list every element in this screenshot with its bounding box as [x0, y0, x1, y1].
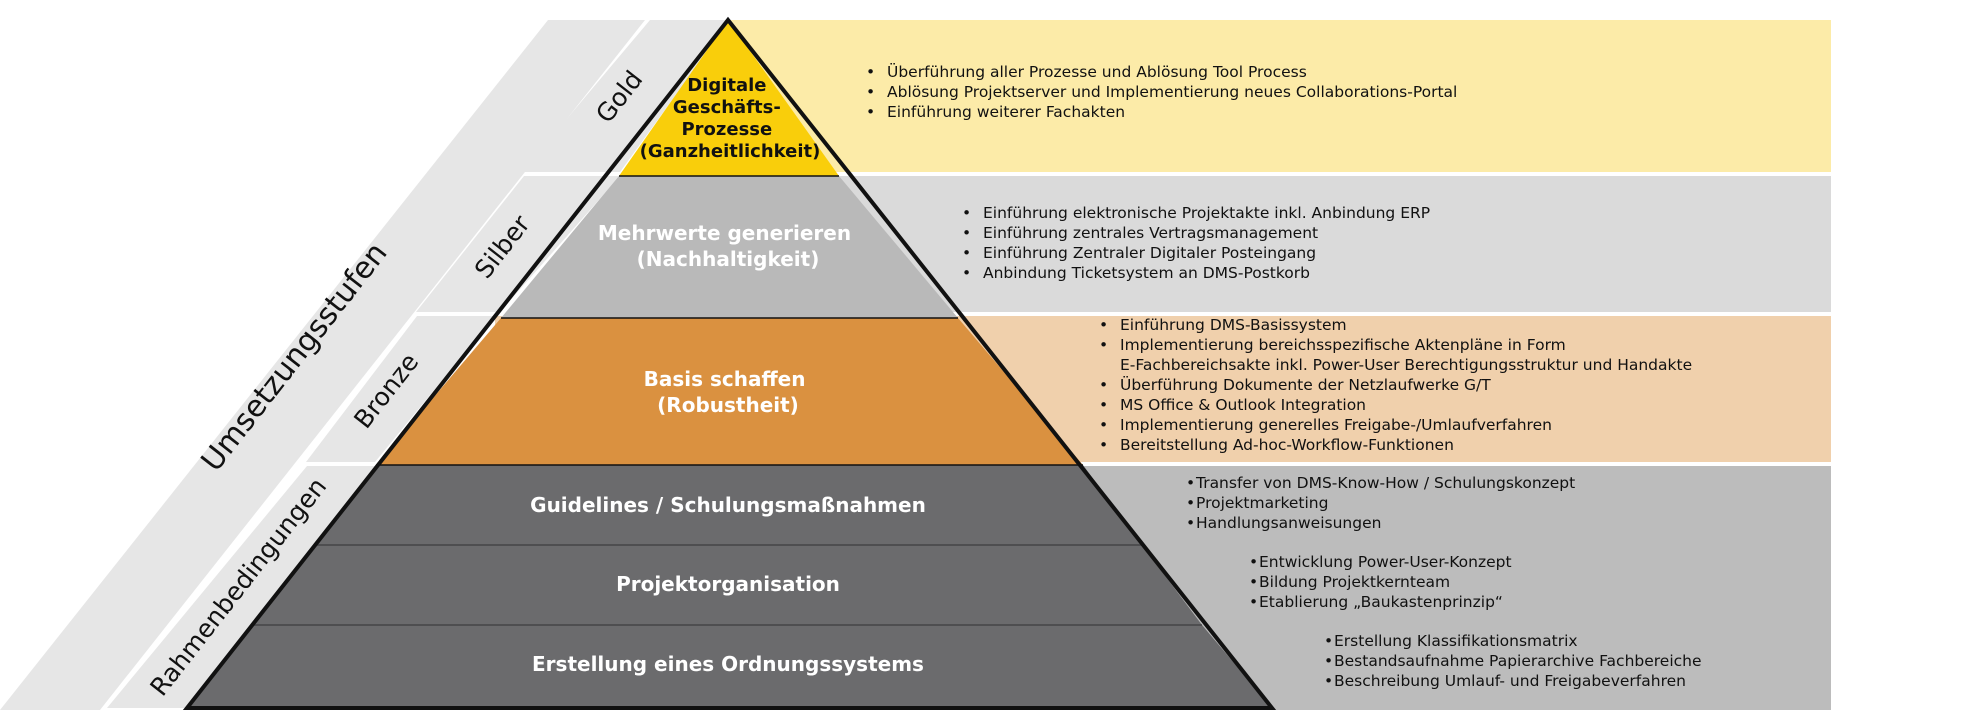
- bullet-marker: •: [1249, 573, 1258, 591]
- ordnung-layer: [187, 625, 1272, 708]
- bullet-marker: •: [1249, 593, 1258, 611]
- bullet-marker: •: [1324, 632, 1333, 650]
- bullet-marker: •: [1186, 494, 1195, 512]
- bullet-marker: •: [962, 204, 971, 222]
- bullet-marker: •: [866, 103, 875, 121]
- projekt-bullet-item: Bildung Projektkernteam: [1259, 573, 1450, 591]
- silber-layer: [501, 176, 958, 318]
- bullet-lists: • Überführung aller Prozesse und Ablösung…: [866, 62, 1702, 690]
- gold-title: Digitale Geschäfts- Prozesse (Ganzheitli…: [640, 75, 821, 162]
- gold-layer: [619, 20, 839, 176]
- bronze-side-band: [306, 316, 495, 462]
- bronze-bullet-item: Bereitstellung Ad-hoc-Workflow-Funktione…: [1120, 436, 1454, 454]
- layer-dividers: [254, 175, 1202, 626]
- ordnung-bullet-item: Erstellung Klassifikationsmatrix: [1334, 632, 1578, 650]
- guidelines-bullet-item: Transfer von DMS-Know-How / Schulungskon…: [1195, 474, 1575, 492]
- projekt-layer: [254, 545, 1202, 625]
- bullet-marker: •: [866, 83, 875, 101]
- ordnung-bullet-item: Beschreibung Umlauf- und Freigabeverfahr…: [1334, 672, 1686, 690]
- bronze-bullet-item: MS Office & Outlook Integration: [1120, 396, 1366, 414]
- bullet-marker: •: [1099, 336, 1108, 354]
- projekt-bullet-item: Etablierung „Baukastenprinzip“: [1259, 593, 1503, 611]
- bronze-title: Basis schaffen (Robustheit): [644, 367, 813, 417]
- projekt-title: Projektorganisation: [616, 572, 840, 596]
- umsetzungsstufen-band: [0, 20, 645, 710]
- bronze-bullet-item: Einführung DMS-Basissystem: [1120, 316, 1347, 334]
- bullet-marker: •: [962, 264, 971, 282]
- bullet-marker: •: [1324, 672, 1333, 690]
- bronze-bullet-item: Implementierung bereichsspezifische Akte…: [1120, 336, 1566, 354]
- silber-bullet-item: Einführung Zentraler Digitaler Posteinga…: [983, 244, 1316, 262]
- gold-bullet-item: Ablösung Projektserver und Implementieru…: [887, 83, 1457, 101]
- bullet-marker: •: [962, 224, 971, 242]
- ordnung-title: Erstellung eines Ordnungssystems: [532, 652, 924, 676]
- gold-bullet-item: Einführung weiterer Fachakten: [887, 103, 1125, 121]
- ordnung-bullet-item: Bestandsaufnahme Papierarchive Fachberei…: [1334, 652, 1702, 670]
- bullet-marker: •: [866, 63, 875, 81]
- silber-side-band: [416, 176, 620, 312]
- bullet-marker: •: [1099, 376, 1108, 394]
- projekt-bullet-item: Entwicklung Power-User-Konzept: [1259, 553, 1512, 571]
- bullet-marker: •: [1186, 474, 1195, 492]
- silber-bullet-item: Einführung zentrales Vertragsmanagement: [983, 224, 1318, 242]
- gold-bullet-item: Überführung aller Prozesse und Ablösung …: [887, 62, 1307, 81]
- bronze-bullet-item: Implementierung generelles Freigabe-/Uml…: [1120, 416, 1552, 434]
- gold-side-band: [522, 20, 730, 172]
- bronze-layer: [376, 318, 1083, 465]
- gold-background-band: [725, 20, 1831, 172]
- bullet-marker: •: [1249, 553, 1258, 571]
- silber-bullet-item: Einführung elektronische Projektakte ink…: [983, 204, 1430, 222]
- rahmen-side-band: [107, 466, 375, 708]
- guidelines-bullet-item: Handlungsanweisungen: [1196, 514, 1381, 532]
- bullet-marker: •: [1099, 436, 1108, 454]
- bullet-marker: •: [1186, 514, 1195, 532]
- silber-bullet-item: Anbindung Ticketsystem an DMS-Postkorb: [983, 264, 1310, 282]
- bullet-marker: •: [1099, 396, 1108, 414]
- bullet-marker: •: [1099, 316, 1108, 334]
- bronze-bullet-item: Überführung Dokumente der Netzlaufwerke …: [1120, 375, 1491, 394]
- bullet-marker: •: [1099, 416, 1108, 434]
- bronze-bullet-item: E-Fachbereichsakte inkl. Power-User Bere…: [1120, 356, 1692, 374]
- silber-title: Mehrwerte generieren (Nachhaltigkeit): [598, 221, 858, 271]
- bullet-marker: •: [1324, 652, 1333, 670]
- pyramid-outline: [182, 16, 1277, 710]
- bullet-marker: •: [962, 244, 971, 262]
- guidelines-title: Guidelines / Schulungsmaßnahmen: [530, 493, 926, 517]
- guidelines-bullet-item: Projektmarketing: [1196, 494, 1328, 512]
- guidelines-layer: [316, 465, 1142, 545]
